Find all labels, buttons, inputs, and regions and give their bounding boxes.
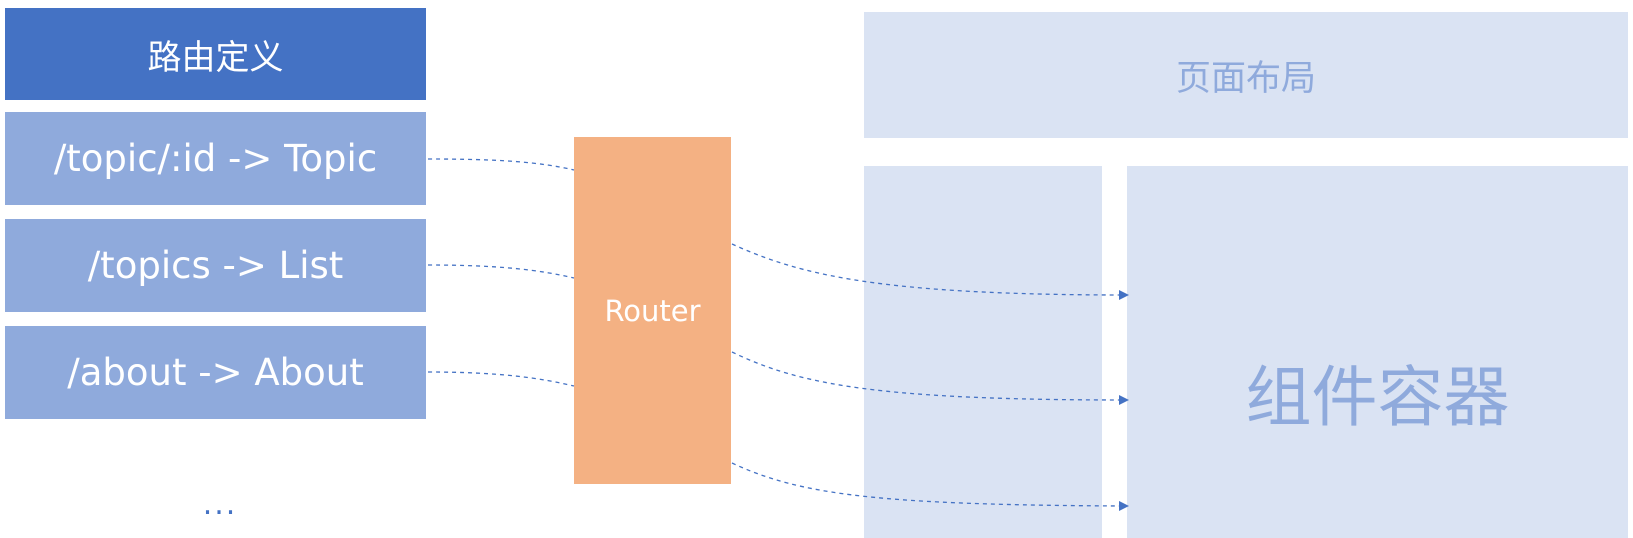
page-layout-sidebar [864,166,1102,538]
page-layout-label: 页面布局 [1175,58,1316,99]
router-label: Router [604,293,701,328]
route-definitions-title: 路由定义 [147,37,284,78]
route-box-topic: /topic/:id -> Topic [5,112,426,205]
route-box-about: /about -> About [5,326,426,419]
route-label: /topic/:id -> Topic [53,137,378,180]
more-routes-ellipsis: ... [202,487,238,522]
router-box: Router [574,137,731,484]
route-label: /about -> About [67,351,364,394]
component-container: 组件容器 [1127,166,1628,538]
component-container-label: 组件容器 [1245,359,1510,436]
route-label: /topics -> List [87,244,344,287]
route-definitions-header: 路由定义 [5,8,426,100]
connector-route-about-to-router [427,371,575,387]
route-box-topics: /topics -> List [5,219,426,312]
page-layout-header: 页面布局 [864,12,1628,138]
connector-route-topics-to-router [427,264,575,279]
connector-route-topic-to-router [427,158,575,171]
